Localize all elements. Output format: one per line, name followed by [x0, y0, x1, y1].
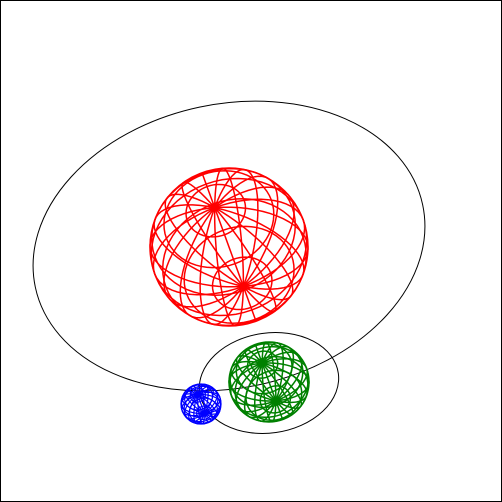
sphere-longitude-line — [201, 172, 257, 322]
sphere-outline — [228, 341, 310, 423]
red-wireframe-sphere-icon — [149, 167, 309, 327]
sphere-longitude-line — [230, 360, 308, 404]
sphere-longitude-line — [254, 344, 284, 420]
sphere-longitude-line — [181, 181, 277, 313]
sphere-longitude-line — [153, 204, 305, 290]
sphere-longitude-line — [199, 168, 259, 326]
sphere-outline — [180, 383, 222, 425]
sphere-longitude-line — [163, 186, 295, 308]
sphere-longitude-line — [261, 341, 277, 423]
sphere-longitude-line — [149, 206, 309, 288]
sphere-longitude-line — [164, 193, 294, 301]
sphere-outline — [149, 167, 309, 327]
outer-orbit-path — [32, 100, 426, 392]
outer-orbit-ellipse — [32, 100, 426, 392]
blue-wireframe-sphere-icon — [180, 383, 222, 425]
green-wireframe-sphere-icon — [228, 341, 310, 423]
sphere-longitude-line — [193, 384, 209, 424]
